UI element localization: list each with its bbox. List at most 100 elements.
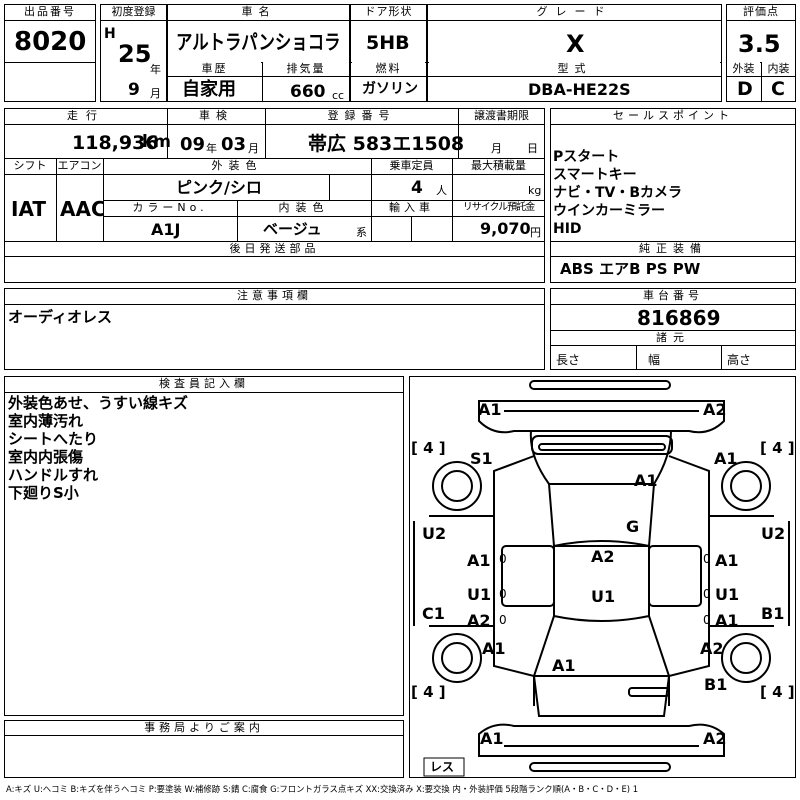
damage-mark: B1 [761, 604, 785, 623]
history-label: 車歴 [168, 62, 261, 76]
car-name-cell [167, 4, 350, 102]
displacement-unit: cc [332, 89, 345, 102]
inspector-line: 外装色あせ、うすい線キズ [8, 394, 189, 412]
equipment: ABS エアB PS PW [560, 260, 701, 278]
displacement-label: 排気量 [263, 62, 349, 76]
details-block [4, 108, 545, 283]
car-name-label: 車名 [169, 5, 348, 19]
tire-tread: [ 4 ] [411, 439, 446, 457]
inspector-line: シートへたり [8, 430, 99, 448]
ac: AAC [60, 197, 106, 221]
inspector-line: 下廻りS小 [8, 484, 79, 502]
inspector-block [4, 376, 404, 716]
damage-mark: A2 [703, 400, 727, 419]
door: 5HB [366, 32, 410, 54]
int-score: C [771, 78, 785, 100]
int-color: ベージュ [263, 220, 322, 238]
width-label: 幅 [648, 353, 661, 367]
damage-mark: U1 [467, 585, 492, 604]
spare-tire: レス [430, 760, 455, 774]
import-label: 輸入車 [372, 201, 451, 215]
inspection-year-unit: 年 [206, 142, 217, 155]
model: DBA-HE22S [528, 80, 631, 99]
int-color-unit: 系 [356, 226, 367, 239]
grade-cell [427, 4, 722, 102]
damage-mark: A1 [715, 551, 739, 570]
office-label: 事務局よりご案内 [6, 721, 402, 735]
ext-score: D [737, 78, 753, 100]
lot-cell [4, 4, 96, 102]
score-label: 評価点 [727, 5, 795, 19]
mileage-unit: km [142, 132, 172, 152]
sales-point: HID [553, 221, 582, 237]
notes-text: オーディオレス [8, 308, 112, 326]
color-no-label: カラーNo. [104, 201, 236, 215]
sales-points-block [550, 108, 796, 283]
sales-point: ナビ・TV・Bカメラ [553, 185, 683, 201]
ext-score-label: 外装 [727, 62, 760, 76]
recycle-unit: 円 [530, 226, 541, 239]
recycle: 9,070 [480, 219, 531, 238]
first-reg-year: 25 [118, 40, 152, 68]
shift: IAT [11, 197, 47, 221]
inspector-line: ハンドルすれ [8, 466, 99, 484]
lot-label: 出品番号 [6, 5, 94, 19]
damage-mark: G [626, 517, 640, 536]
transfer-month-unit: 月 [491, 142, 502, 155]
sales-point: スマートキー [553, 167, 637, 183]
damage-mark: A2 [703, 729, 727, 748]
history: 自家用 [182, 79, 236, 100]
ext-color: ピンク/シロ [176, 178, 262, 197]
chassis-block [550, 288, 796, 370]
tire-tread-value: 4 [423, 683, 434, 701]
grade-label: グレード [429, 5, 720, 19]
seam-mark: 0 [499, 552, 507, 566]
damage-mark: C1 [422, 604, 445, 623]
lot-number: 8020 [14, 27, 87, 57]
model-label: 型式 [429, 62, 720, 76]
sales-points-label: セールスポイント [552, 109, 794, 123]
damage-mark: B1 [704, 675, 728, 694]
max-load-label: 最大積載量 [453, 159, 544, 173]
mileage: 118,936 [72, 132, 159, 154]
month-unit: 月 [150, 87, 161, 100]
damage-mark: U1 [591, 587, 616, 606]
tire-tread: [ 4 ] [411, 683, 446, 701]
seam-mark: 0 [703, 587, 711, 601]
tire-tread-value: 4 [423, 439, 434, 457]
fuel: ガソリン [362, 81, 418, 97]
first-reg-month: 9 [128, 80, 140, 100]
damage-mark: A1 [715, 611, 739, 630]
tire-tread: [ 4 ] [760, 683, 795, 701]
damage-mark: A1 [480, 729, 504, 748]
height-label: 高さ [727, 353, 752, 367]
equipment-label: 純正装備 [552, 242, 794, 256]
door-cell [350, 4, 427, 102]
seam-mark: 0 [499, 613, 507, 627]
damage-diagram [409, 376, 796, 778]
dims-label: 諸元 [552, 331, 794, 345]
inspection-month-unit: 月 [248, 142, 259, 155]
capacity-label: 乗車定員 [372, 159, 451, 173]
grade: X [566, 30, 585, 58]
damage-mark: A1 [467, 551, 491, 570]
inspector-line: 室内薄汚れ [8, 412, 84, 430]
damage-mark: U2 [761, 524, 786, 543]
legend: A:キズ U:ヘコミ B:キズを伴うヘコミ P:要塗装 W:補修跡 S:錆 C:… [6, 784, 639, 794]
inspection-label: 車検 [168, 109, 264, 123]
sales-point: Pスタート [553, 149, 620, 165]
tire-tread-value: 4 [772, 683, 783, 701]
reg-no-label: 登録番号 [266, 109, 457, 123]
mileage-label: 走行 [6, 109, 166, 123]
damage-mark: A2 [467, 611, 491, 630]
damage-mark: A1 [482, 639, 506, 658]
tire-tread-value: 4 [772, 439, 783, 457]
inspector-line: 室内内張傷 [8, 448, 84, 466]
seam-mark: 0 [499, 587, 507, 601]
ext-color-label: 外装色 [104, 159, 370, 173]
car-outline [413, 380, 790, 777]
fuel-label: 燃料 [352, 62, 425, 76]
displacement: 660 [290, 82, 326, 102]
damage-mark: A2 [591, 547, 615, 566]
notes-block [4, 288, 545, 370]
